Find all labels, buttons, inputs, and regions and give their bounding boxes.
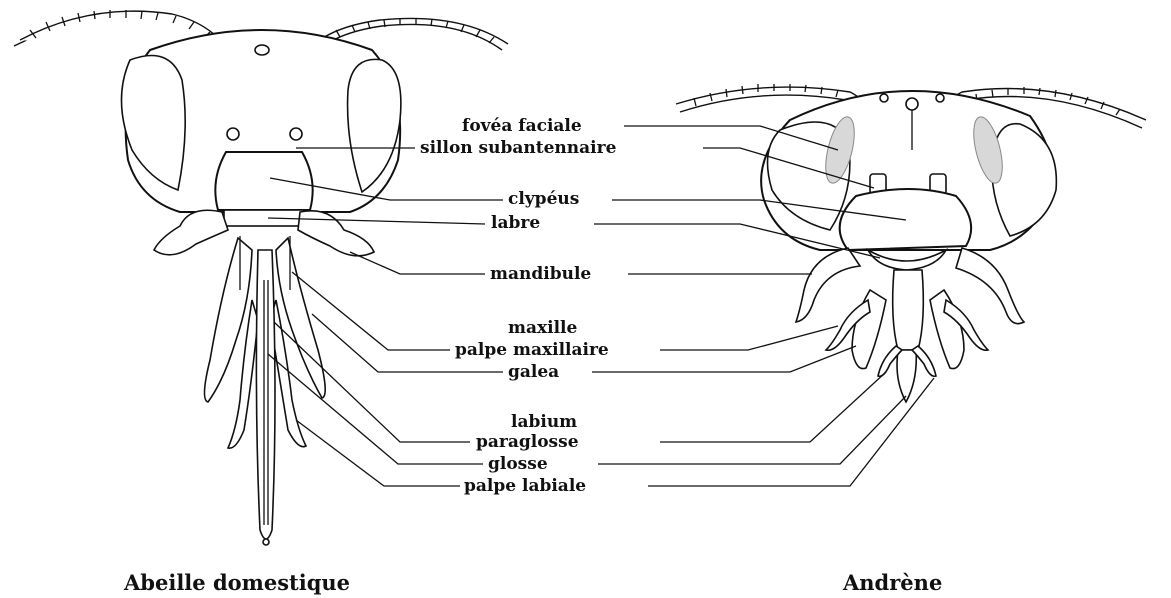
andrena-left-mandible	[796, 248, 860, 322]
andrena-labrum	[868, 250, 946, 270]
andrena-right-eye	[992, 124, 1057, 236]
leader-paraglosse-right	[660, 372, 886, 442]
andrena-labium	[893, 270, 924, 350]
honeybee-ocellus	[255, 45, 269, 55]
leader-mandibule-left	[350, 252, 485, 274]
label-sillon-subantennaire: sillon subantennaire	[420, 138, 616, 158]
leader-glosse-right	[598, 396, 906, 464]
honeybee-clypeus	[215, 152, 312, 210]
leader-palpe-labiale-left	[296, 420, 460, 486]
label-palpe-labiale: palpe labiale	[464, 476, 586, 496]
honeybee-glossa	[256, 250, 275, 539]
honeybee-left-mandible	[154, 210, 228, 255]
andrena-glossa	[897, 350, 916, 402]
leader-palpe-labiale-right	[648, 378, 934, 486]
label-palpe-maxillaire: palpe maxillaire	[455, 340, 609, 360]
honeybee-right-mandible	[298, 211, 374, 256]
honeybee-head-drawing	[14, 10, 508, 545]
label-mandibule: mandibule	[490, 264, 591, 284]
label-galea: galea	[508, 362, 559, 382]
caption-andrene: Andrène	[843, 570, 942, 595]
label-labium: labium	[511, 412, 577, 432]
leader-palpe-maxillaire-left	[292, 272, 450, 350]
honeybee-left-antennal-socket	[227, 128, 239, 140]
label-paraglosse: paraglosse	[476, 432, 579, 452]
andrena-head-drawing	[676, 84, 1146, 402]
andrena-right-mandible	[956, 248, 1024, 324]
honeybee-labrum	[224, 210, 304, 226]
label-glosse: glosse	[488, 454, 548, 474]
label-clypeus: clypéus	[508, 189, 579, 209]
label-maxille: maxille	[508, 318, 577, 338]
leader-palpe-maxillaire-right	[660, 326, 838, 350]
label-fovea-faciale: fovéa faciale	[462, 116, 582, 136]
caption-abeille-domestique: Abeille domestique	[124, 570, 350, 595]
label-labre: labre	[491, 213, 540, 233]
honeybee-right-antennal-socket	[290, 128, 302, 140]
